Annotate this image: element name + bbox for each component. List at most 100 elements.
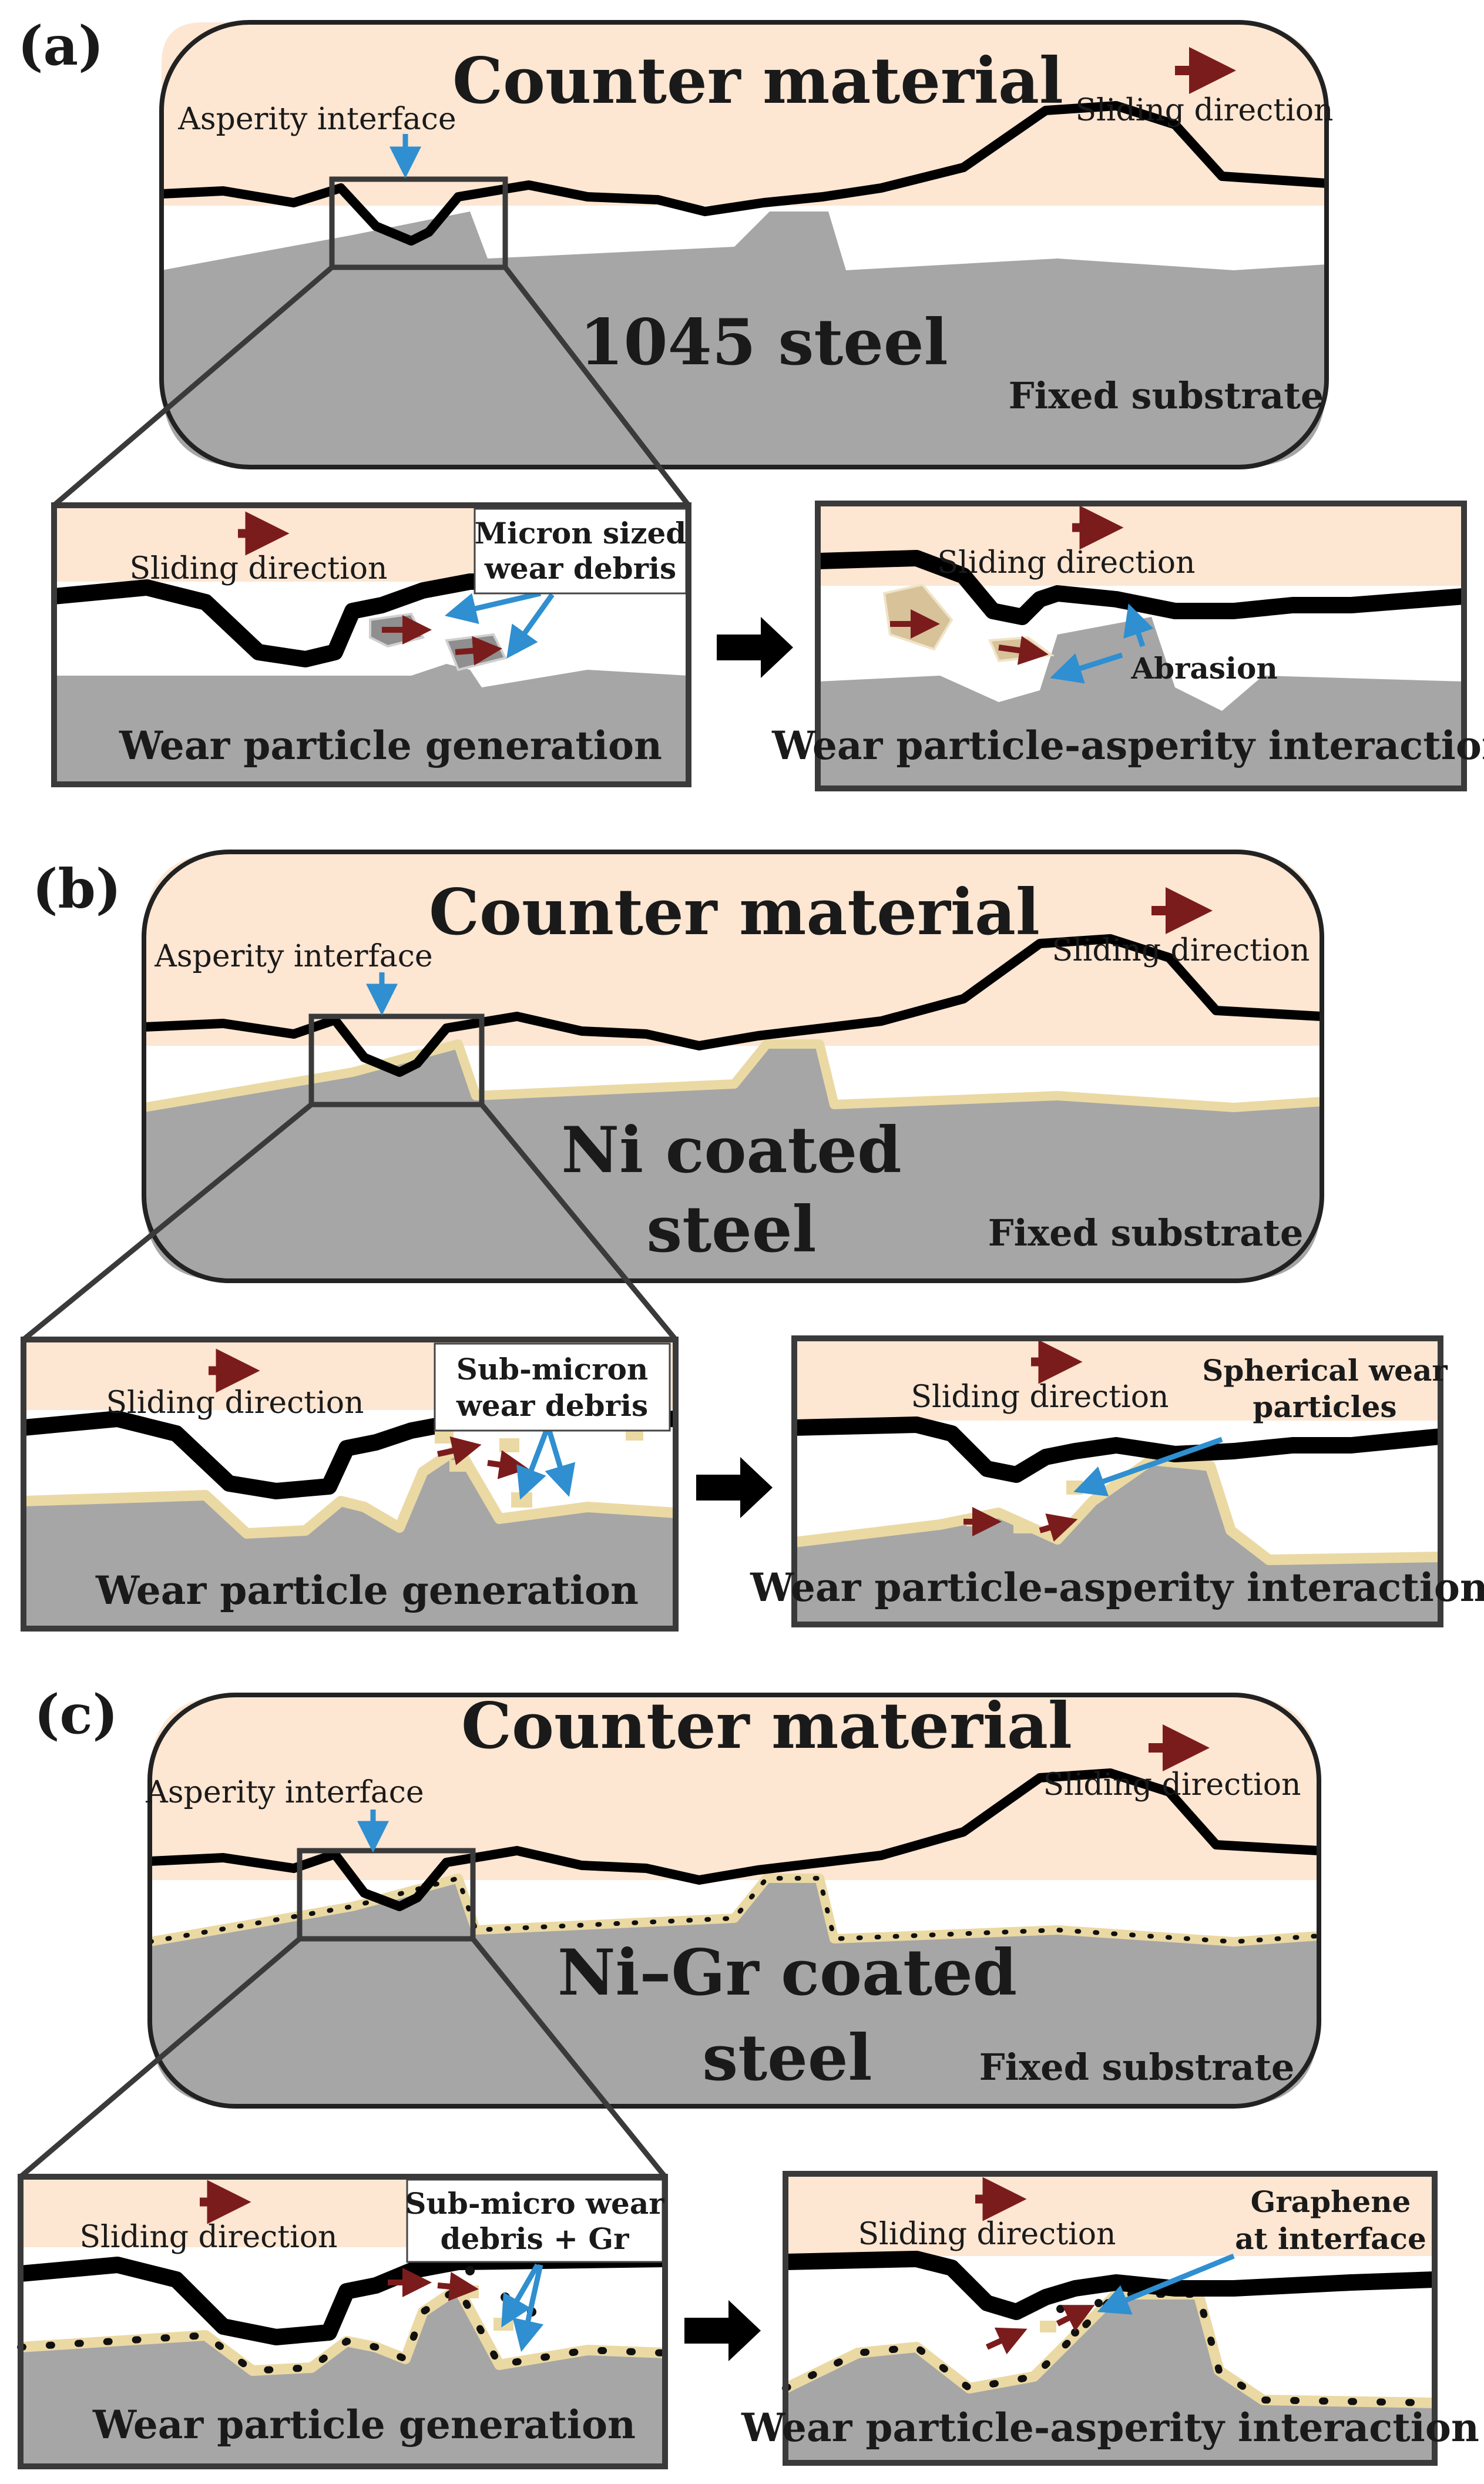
callout-line: wear debris — [484, 551, 676, 586]
zoom-connector-left — [19, 1936, 301, 2179]
zoom-connector-left — [52, 265, 334, 508]
callout-pointer — [1097, 2253, 1235, 2315]
inset-interface-line — [19, 2251, 666, 2345]
fixed-substrate-label: Fixed substrate — [1009, 374, 1324, 417]
debris-motion-arrow — [1039, 1513, 1078, 1542]
left-inset: Sliding direction Sub-micron wear debris… — [21, 1337, 679, 1632]
wear-debris — [882, 583, 953, 651]
graphene-flake — [1071, 2328, 1079, 2337]
inset-frame — [18, 2174, 668, 2469]
interface-line — [149, 1768, 1320, 1911]
fixed-substrate-label: Fixed substrate — [979, 2046, 1295, 2089]
panel-b: (b) Counter material Sliding direction A… — [21, 850, 1484, 1632]
callout-line: Micron sized — [475, 516, 687, 550]
main-schematic: Counter material Sliding direction Asper… — [145, 1689, 1321, 2109]
callout-pointer — [545, 1429, 576, 1497]
inset-frame — [815, 501, 1467, 791]
graphene-flake — [465, 2266, 475, 2275]
inset-counter-fill — [794, 1338, 1441, 1421]
inset-sliding-label: Sliding direction — [911, 1379, 1169, 1415]
counter-body — [162, 22, 1327, 206]
left-inset: Sliding direction Micron sized wear debr… — [51, 502, 691, 787]
callout-pointer — [506, 593, 555, 659]
debris-motion-arrow — [985, 2327, 1028, 2355]
process-arrow — [684, 2300, 761, 2361]
callout-pointer — [512, 2264, 544, 2352]
inset-caption: Wear particle generation — [92, 2402, 636, 2448]
process-arrow — [717, 617, 793, 678]
asperity-zoom-box — [308, 1013, 485, 1107]
inset-substrate — [54, 664, 689, 784]
sliding-direction-label: Sliding direction — [1043, 1767, 1301, 1802]
main-frame — [147, 1693, 1321, 2109]
inset-sliding-label: Sliding direction — [79, 2220, 337, 2255]
spherical-wear-particle — [1066, 1481, 1083, 1495]
main-frame — [159, 20, 1329, 469]
callout-box — [474, 508, 687, 595]
debris-motion-arrow — [487, 1450, 529, 1479]
inset-caption: Wear particle generation — [95, 1567, 639, 1613]
main-schematic: Counter material Sliding direction Asper… — [142, 850, 1324, 1283]
panel-c: (c) Counter material Sliding direction A… — [17, 1683, 1479, 2469]
inset-sliding-label: Sliding direction — [129, 551, 387, 586]
callout-pointer — [1073, 1436, 1223, 1496]
zoom-connector-right — [503, 266, 691, 507]
inset-interface-line — [53, 573, 689, 667]
right-inset: Sliding direction Spherical wear particl… — [750, 1335, 1484, 1627]
asperity-interface-label: Asperity interface — [145, 1775, 424, 1810]
counter-body — [150, 1695, 1319, 1880]
inset-substrate — [23, 1451, 676, 1629]
sub-micron-debris — [499, 1438, 519, 1452]
sub-micro-debris — [1040, 2321, 1056, 2332]
counter-body — [144, 852, 1322, 1046]
counter-material-title: Counter material — [461, 1689, 1072, 1763]
sliding-direction-label: Sliding direction — [1075, 93, 1333, 128]
asperity-interface-label: Asperity interface — [177, 102, 456, 137]
inset-sliding-label: Sliding direction — [858, 2217, 1116, 2252]
callout-line: debris + Gr — [441, 2221, 630, 2256]
callout-line: Graphene — [1251, 2184, 1411, 2219]
fixed-substrate-label: Fixed substrate — [988, 1211, 1304, 1254]
callout-pointer — [516, 1429, 549, 1500]
substrate-title: Ni–Gr coated — [558, 1936, 1017, 2010]
inset-interface-line — [817, 550, 1465, 625]
inset-substrate — [21, 2291, 665, 2466]
panel-label: (b) — [32, 857, 121, 921]
asperity-interface-label: Asperity interface — [154, 939, 432, 974]
inset-interface-line — [794, 1416, 1442, 1483]
substrate-body — [162, 212, 1327, 467]
callout-line: Abrasion — [1130, 651, 1277, 686]
inset-counter-fill — [785, 2174, 1435, 2256]
inset-frame — [783, 2171, 1438, 2466]
callout-pointer — [1123, 603, 1154, 647]
inset-sliding-label: Sliding direction — [106, 1385, 364, 1421]
right-inset: Sliding direction Abrasion Wear particle… — [771, 501, 1484, 791]
ni-coating-layer — [23, 1443, 676, 1539]
interface-line — [161, 101, 1327, 246]
graphene-flake — [1094, 2299, 1103, 2307]
inset-frame — [51, 502, 691, 787]
graphene-dots — [17, 2283, 669, 2375]
inset-interface-line — [22, 1411, 676, 1499]
callout-line: at interface — [1235, 2221, 1426, 2256]
sliding-direction-label: Sliding direction — [1052, 933, 1310, 968]
debris-motion-arrow — [437, 2271, 479, 2301]
graphene-dots — [147, 1875, 1321, 1945]
debris-motion-arrow — [437, 1436, 482, 1465]
interface-line — [143, 934, 1322, 1077]
callout-pointer — [1050, 652, 1123, 684]
debris-motion-arrow — [998, 636, 1049, 665]
callout-box — [434, 1342, 671, 1432]
substrate-title: 1045 steel — [579, 306, 948, 380]
substrate-title: Ni coated — [561, 1113, 901, 1187]
sub-micron-debris — [435, 1431, 454, 1444]
inset-caption: Wear particle-asperity interaction — [741, 2405, 1479, 2451]
sub-micron-debris — [449, 1460, 466, 1472]
inset-substrate — [785, 2297, 1435, 2463]
main-schematic: Counter material Sliding direction Asper… — [159, 20, 1334, 469]
inset-substrate — [794, 1463, 1441, 1624]
inset-sliding-label: Sliding direction — [937, 545, 1195, 580]
asperity-zoom-box — [329, 176, 508, 270]
inset-frame — [21, 1337, 679, 1632]
